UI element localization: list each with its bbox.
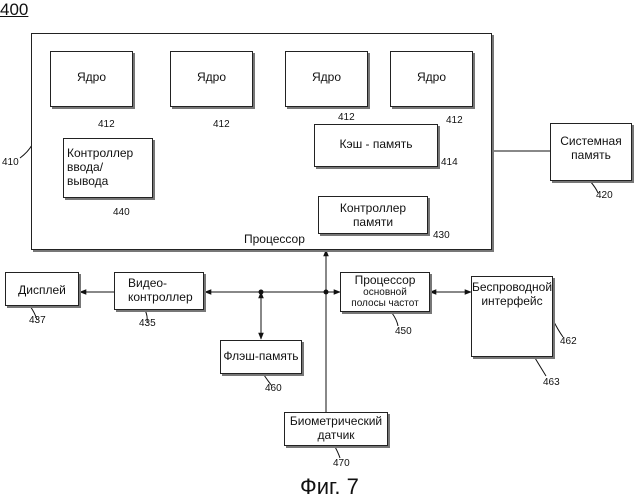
junction-dot: [259, 290, 264, 295]
system-memory-label: Системная память: [550, 134, 632, 162]
cache-memory-ref: 414: [441, 157, 458, 168]
display-label: Дисплей: [5, 283, 79, 297]
leader-462: [553, 320, 563, 337]
biometric-sensor-label: Биометрический датчик: [284, 414, 388, 442]
core-ref: 412: [446, 115, 463, 126]
baseband-processor-ref: 450: [395, 326, 412, 337]
leader-450: [392, 313, 398, 326]
memory-controller-label: Контроллер памяти: [318, 201, 428, 229]
processor-label: Процессор: [244, 232, 305, 246]
cache-memory-label: Кэш - память: [314, 137, 438, 151]
flash-memory-label: Флэш-память: [220, 349, 302, 363]
system-memory-ref: 420: [596, 190, 613, 201]
core-ref: 412: [338, 112, 355, 123]
junction-dot: [324, 290, 329, 295]
antenna-ref: 463: [543, 377, 560, 388]
leader-470: [334, 445, 340, 458]
io-controller-ref: 440: [113, 207, 130, 218]
core-ref: 412: [213, 119, 230, 130]
core-label: Ядро: [50, 70, 133, 84]
processor-ref: 410: [2, 157, 19, 168]
wireless-interface-label: Беспроводной интерфейс: [471, 280, 553, 308]
video-controller-label: Видео- контроллер: [128, 276, 202, 304]
biometric-sensor-ref: 470: [333, 458, 350, 469]
display-ref: 437: [29, 315, 46, 326]
baseband-processor-label: Процессор: [340, 273, 430, 287]
flash-memory-ref: 460: [265, 383, 282, 394]
io-controller-label: Контроллер ввода/ вывода: [67, 146, 151, 188]
wireless-interface-ref: 462: [560, 336, 577, 347]
figure-caption: Фиг. 7: [300, 474, 359, 500]
core-label: Ядро: [285, 70, 368, 84]
baseband-processor-sublabel: основной полосы частот: [340, 287, 430, 309]
figure-number: 400: [0, 0, 28, 20]
video-controller-ref: 435: [139, 318, 156, 329]
core-label: Ядро: [390, 70, 473, 84]
core-ref: 412: [98, 119, 115, 130]
core-label: Ядро: [170, 70, 253, 84]
memory-controller-ref: 430: [433, 230, 450, 241]
